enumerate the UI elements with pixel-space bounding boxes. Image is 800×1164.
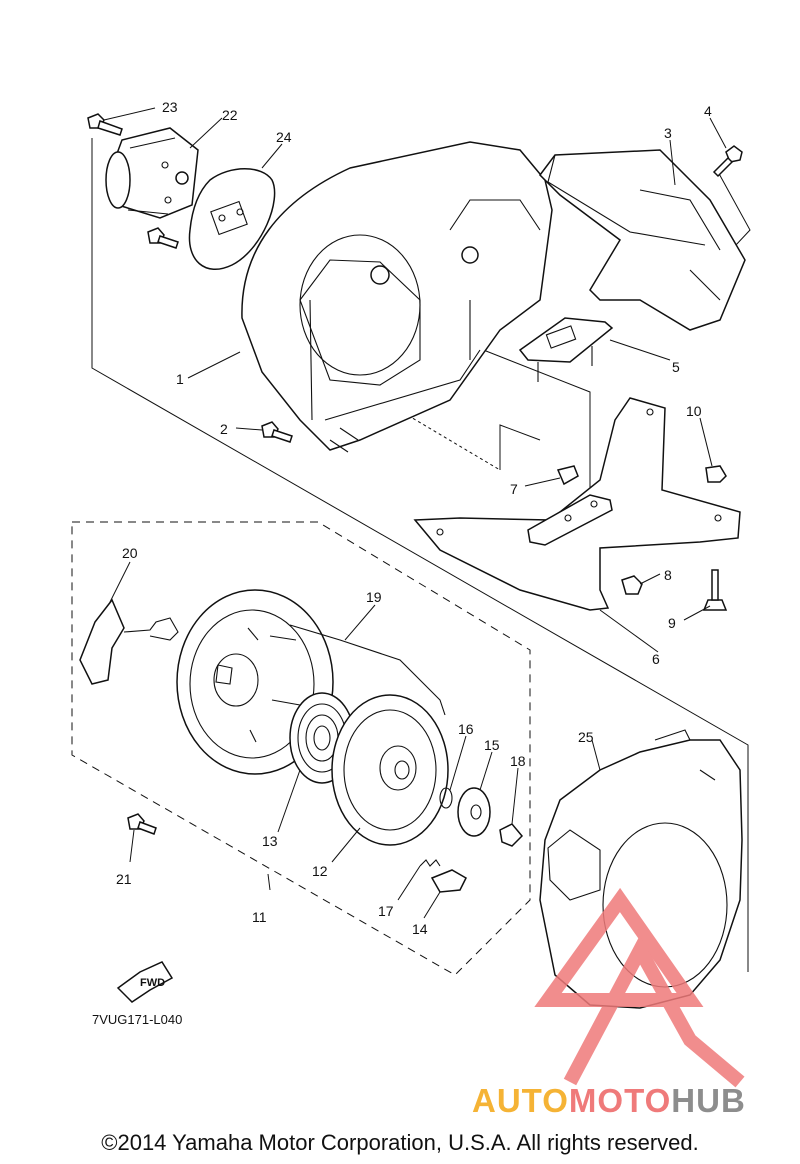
callout-2: 2	[220, 421, 228, 437]
fwd-label: FWD	[140, 977, 165, 989]
bolt-9	[702, 569, 728, 611]
washer-15	[457, 787, 491, 837]
starter-assembly-boundary	[71, 521, 531, 976]
guide-line-mid	[499, 424, 541, 470]
callout-20: 20	[122, 545, 138, 561]
ratchet-pawl	[430, 869, 467, 893]
callout-5: 5	[672, 359, 680, 375]
clip-16	[439, 787, 453, 809]
screw-18	[499, 823, 524, 847]
starter-pulley	[331, 694, 449, 846]
callout-12: 12	[312, 863, 328, 879]
callout-11: 11	[252, 909, 267, 925]
fan-housing	[241, 141, 553, 453]
air-guide	[539, 149, 746, 331]
bracket-plate	[518, 317, 614, 382]
copyright-notice: ©2014 Yamaha Motor Corporation, U.S.A. A…	[101, 1130, 699, 1155]
bolt-small	[147, 227, 179, 249]
watermark-part-hub: HUB	[671, 1082, 746, 1119]
bolt-21	[127, 813, 157, 835]
callout-21: 21	[116, 871, 132, 887]
callout-numbers: 1 2 3 4 5 6 7 8 9 10 11 12 13 14 15 16 1…	[116, 99, 712, 937]
nut-8	[621, 575, 643, 595]
fwd-arrow-icon: FWD	[116, 961, 174, 1003]
watermark-part-moto: MOTO	[568, 1082, 672, 1119]
callout-3: 3	[664, 125, 672, 141]
callout-22: 22	[222, 107, 238, 123]
leader-lines	[103, 107, 727, 919]
spring-17	[419, 859, 441, 867]
callout-23: 23	[162, 99, 178, 115]
callout-9: 9	[668, 615, 676, 631]
callout-7: 7	[510, 481, 518, 497]
callout-16: 16	[458, 721, 474, 737]
watermark-part-auto: AUTO	[472, 1082, 569, 1119]
bolt-4	[712, 145, 743, 178]
spacer-plate	[527, 465, 613, 546]
diagram-code: 7VUG171-L040	[92, 1012, 183, 1027]
watermark-brand: AUTOMOTOHUB	[472, 1082, 746, 1120]
callout-10: 10	[686, 403, 702, 419]
guide-line-main	[91, 138, 749, 972]
callout-6: 6	[652, 651, 660, 667]
bolt-23	[87, 113, 123, 136]
callout-4: 4	[704, 103, 712, 119]
callout-18: 18	[510, 753, 526, 769]
callout-1: 1	[176, 371, 184, 387]
callout-25: 25	[578, 729, 594, 745]
callout-24: 24	[276, 129, 292, 145]
callout-8: 8	[664, 567, 672, 583]
callout-13: 13	[262, 833, 278, 849]
watermark-logo-icon	[534, 887, 745, 1088]
callout-17: 17	[378, 903, 394, 919]
callout-19: 19	[366, 589, 382, 605]
callout-14: 14	[412, 921, 428, 937]
bolt-2	[261, 421, 293, 443]
nut-10	[705, 465, 727, 483]
starter-plate	[188, 168, 276, 270]
starter-pulley-cup	[105, 127, 199, 219]
callout-15: 15	[484, 737, 500, 753]
starter-handle	[79, 598, 179, 685]
